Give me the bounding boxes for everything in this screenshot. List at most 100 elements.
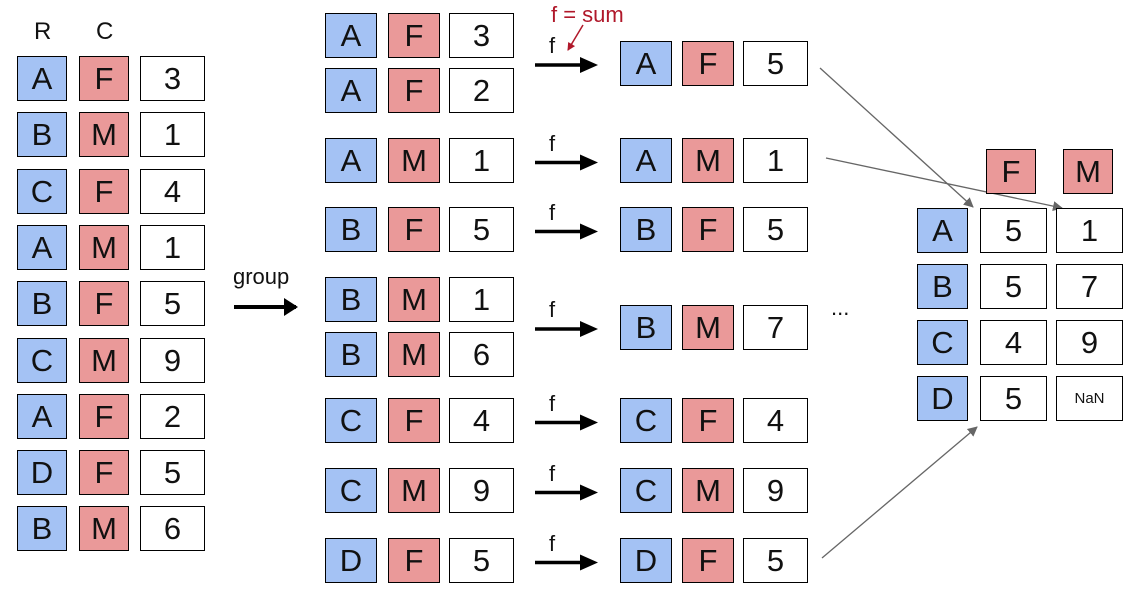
group-col-key-cell: M	[388, 332, 440, 377]
value-cell: 6	[140, 506, 205, 551]
col-key-cell: F	[79, 450, 129, 495]
aggregate-arrow-head	[580, 154, 598, 171]
group-col-key-cell: F	[388, 398, 440, 443]
group-row-key-cell: A	[325, 138, 377, 183]
aggregate-arrow-head	[580, 321, 598, 337]
aggregate-arrow-head	[580, 414, 598, 431]
pivot-value-cell: 1	[1056, 208, 1123, 253]
value-cell: 4	[140, 169, 205, 214]
result-row-key-cell: B	[620, 207, 672, 252]
connector-am	[825, 157, 1063, 212]
pivot-value-cell: 5	[980, 264, 1047, 309]
group-col-key-cell: F	[388, 13, 440, 58]
result-value-cell: 5	[743, 538, 808, 583]
aggregate-f-label: f	[549, 531, 556, 556]
result-col-key-cell: M	[682, 305, 734, 350]
group-label: group	[233, 264, 290, 289]
pivot-value-cell: 5	[980, 376, 1047, 421]
pivot-value-cell: 7	[1056, 264, 1123, 309]
result-row-key-cell: A	[620, 138, 672, 183]
value-cell: 1	[140, 112, 205, 157]
group-value-cell: 1	[449, 277, 514, 322]
aggregate-arrows	[535, 57, 598, 571]
result-col-key-cell: F	[682, 207, 734, 252]
col-key-cell: M	[79, 225, 129, 270]
pivot-column-header: M	[1063, 149, 1113, 194]
pivot-row-header: B	[917, 264, 968, 309]
result-row-key-cell: D	[620, 538, 672, 583]
group-col-key-cell: M	[388, 138, 440, 183]
group-value-cell: 6	[449, 332, 514, 377]
aggregate-f-label: f	[549, 131, 556, 156]
group-value-cell: 2	[449, 68, 514, 113]
group-value-cell: 5	[449, 207, 514, 252]
group-value-cell: 5	[449, 538, 514, 583]
result-value-cell: 5	[743, 207, 808, 252]
aggregate-f-label: f	[549, 33, 556, 58]
result-col-key-cell: F	[682, 538, 734, 583]
result-value-cell: 7	[743, 305, 808, 350]
connector-af	[819, 67, 974, 208]
group-value-cell: 4	[449, 398, 514, 443]
result-value-cell: 9	[743, 468, 808, 513]
aggregate-f-label: f	[549, 200, 556, 225]
pivot-value-cell: 4	[980, 320, 1047, 365]
group-row-key-cell: A	[325, 68, 377, 113]
value-cell: 3	[140, 56, 205, 101]
row-key-cell: B	[17, 112, 67, 157]
pivot-row-header: C	[917, 320, 968, 365]
group-row-key-cell: C	[325, 398, 377, 443]
col-key-cell: M	[79, 506, 129, 551]
group-col-key-cell: F	[388, 207, 440, 252]
group-value-cell: 9	[449, 468, 514, 513]
result-value-cell: 4	[743, 398, 808, 443]
result-col-key-cell: F	[682, 398, 734, 443]
aggregate-arrow-head	[580, 57, 598, 73]
group-col-key-cell: F	[388, 538, 440, 583]
pivot-row-header: A	[917, 208, 968, 253]
group-row-key-cell: B	[325, 332, 377, 377]
aggregate-f-label: f	[549, 391, 556, 416]
col-key-cell: F	[79, 56, 129, 101]
row-key-cell: A	[17, 56, 67, 101]
result-col-key-cell: M	[682, 468, 734, 513]
group-row-key-cell: B	[325, 207, 377, 252]
result-row-key-cell: B	[620, 305, 672, 350]
result-value-cell: 1	[743, 138, 808, 183]
row-key-cell: D	[17, 450, 67, 495]
value-cell: 2	[140, 394, 205, 439]
col-key-cell: F	[79, 169, 129, 214]
aggregate-arrow-head	[580, 554, 598, 571]
aggregate-f-label: f	[549, 461, 556, 486]
pivot-value-cell: NaN	[1056, 376, 1123, 421]
aggregate-f-label: f	[549, 297, 556, 322]
pivot-row-header: D	[917, 376, 968, 421]
col-key-cell: F	[79, 281, 129, 326]
value-cell: 5	[140, 281, 205, 326]
col-key-cell: M	[79, 338, 129, 383]
row-key-cell: A	[17, 394, 67, 439]
aggregate-arrow-head	[580, 223, 598, 240]
pivot-value-cell: 9	[1056, 320, 1123, 365]
row-key-cell: B	[17, 506, 67, 551]
result-row-key-cell: C	[620, 398, 672, 443]
row-key-cell: C	[17, 169, 67, 214]
header-r: R	[34, 18, 52, 45]
group-value-cell: 3	[449, 13, 514, 58]
value-cell: 1	[140, 225, 205, 270]
group-arrow-head	[284, 298, 298, 316]
result-row-key-cell: C	[620, 468, 672, 513]
group-row-key-cell: D	[325, 538, 377, 583]
sum-annotation-arrow	[567, 24, 584, 51]
result-row-key-cell: A	[620, 41, 672, 86]
group-col-key-cell: M	[388, 468, 440, 513]
group-col-key-cell: M	[388, 277, 440, 322]
result-value-cell: 5	[743, 41, 808, 86]
header-c: C	[96, 18, 114, 45]
pivot-value-cell: 5	[980, 208, 1047, 253]
sum-annotation: f = sum	[551, 2, 624, 27]
group-row-key-cell: C	[325, 468, 377, 513]
connector-df	[821, 426, 978, 559]
group-row-key-cell: B	[325, 277, 377, 322]
